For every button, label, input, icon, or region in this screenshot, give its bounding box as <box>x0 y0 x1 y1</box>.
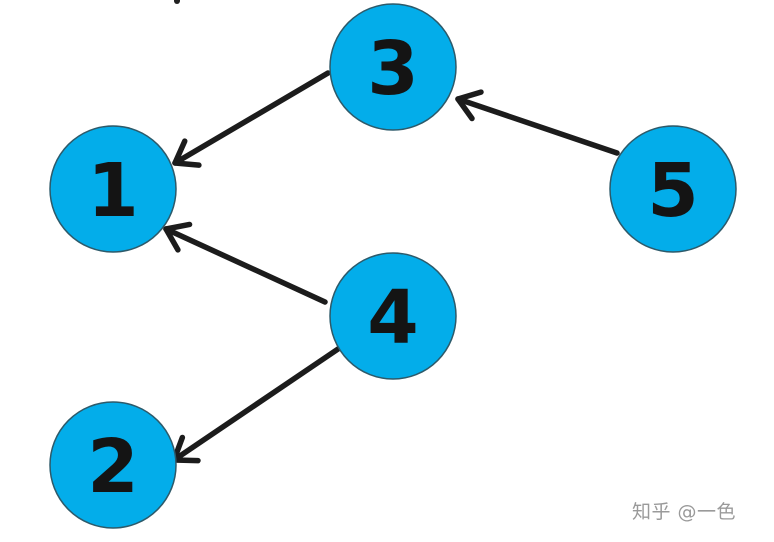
edge-5-to-3 <box>455 89 620 156</box>
node-label: 4 <box>367 275 419 361</box>
arrowhead <box>172 138 202 168</box>
node-circle <box>49 125 177 253</box>
node-label: 3 <box>367 26 419 112</box>
edge-line <box>163 226 328 305</box>
node-circle <box>329 3 457 131</box>
node-circle <box>49 401 177 529</box>
nodes-layer: 1 2 3 4 5 <box>49 3 737 529</box>
edge-3-to-1 <box>172 70 331 168</box>
node-2: 2 <box>49 401 177 529</box>
node-5: 5 <box>609 125 737 253</box>
node-label: 5 <box>647 148 699 234</box>
node-1: 1 <box>49 125 177 253</box>
node-label: 1 <box>87 148 139 234</box>
node-circle <box>329 252 457 380</box>
stray-ink-mark <box>174 0 180 4</box>
arrowhead <box>163 221 193 253</box>
node-label: 2 <box>87 424 139 510</box>
edge-4-to-2 <box>171 344 344 464</box>
arrowhead <box>455 89 484 122</box>
node-circle <box>609 125 737 253</box>
edge-line <box>455 96 620 156</box>
watermark: 知乎 @一色 <box>632 501 737 523</box>
edges-layer <box>163 70 620 464</box>
node-4: 4 <box>329 252 457 380</box>
edge-4-to-1 <box>163 221 328 305</box>
node-3: 3 <box>329 3 457 131</box>
edge-line <box>171 344 344 463</box>
edge-line <box>172 70 331 166</box>
